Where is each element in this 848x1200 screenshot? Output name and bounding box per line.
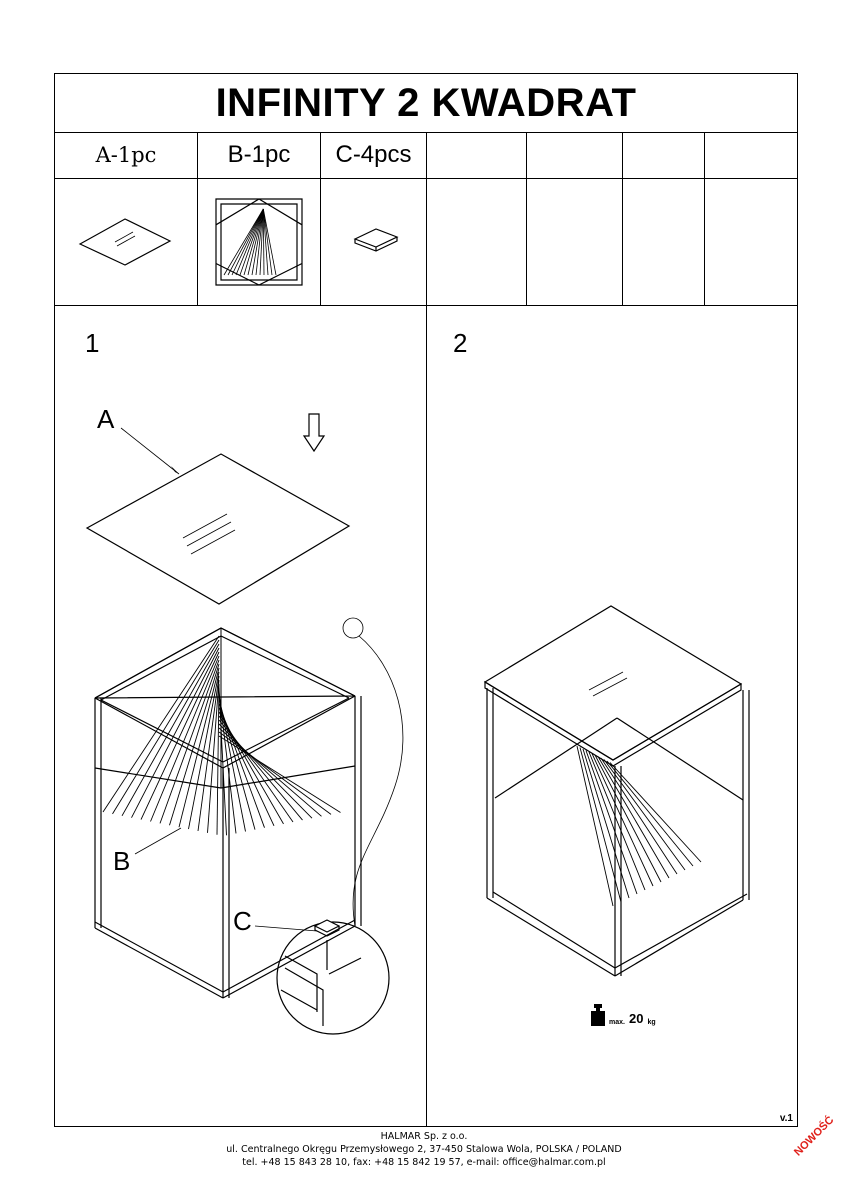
weight-limit: max. 20 kg (591, 1004, 656, 1026)
weight-unit: kg (647, 1019, 656, 1026)
pad-icon (353, 228, 399, 252)
part-a-label: A-1pc (95, 143, 157, 167)
parts-label-row: A-1pc B-1pc C-4pcs (55, 132, 797, 179)
weight-icon (591, 1004, 605, 1026)
empty-label-cell (623, 132, 705, 178)
part-c-image-cell (321, 179, 427, 305)
footer: HALMAR Sp. z o.o. ul. Centralnego Okręgu… (0, 1130, 848, 1169)
version-label: v.1 (779, 1113, 793, 1124)
part-c-label-cell: C-4pcs (321, 132, 427, 178)
empty-image-cell (427, 179, 527, 305)
empty-image-cell (623, 179, 705, 305)
part-c-label: C-4pcs (335, 141, 412, 168)
steps-area: 1 A B C (55, 306, 797, 1126)
product-title: INFINITY 2 KWADRAT (215, 80, 637, 125)
step-2-illustration (483, 605, 750, 977)
empty-label-cell (527, 132, 623, 178)
weight-value: 20 (628, 1011, 644, 1026)
instruction-sheet: INFINITY 2 KWADRAT A-1pc B-1pc C-4pcs (54, 73, 798, 1127)
part-a-label-cell: A-1pc (55, 132, 198, 178)
parts-image-row (55, 179, 797, 306)
step-1-panel: 1 A B C (55, 306, 427, 1126)
empty-label-cell (705, 132, 797, 178)
callout-b-label: B (113, 846, 131, 876)
empty-image-cell (705, 179, 797, 305)
empty-label-cell (427, 132, 527, 178)
callout-c-label: C (233, 906, 252, 936)
empty-image-cell (527, 179, 623, 305)
step-1-number: 1 (85, 328, 100, 358)
part-a-image-cell (55, 179, 198, 305)
frame-icon (215, 198, 303, 286)
callout-a-label: A (97, 404, 115, 434)
weight-prefix: max. (609, 1019, 625, 1026)
footer-address: ul. Centralnego Okręgu Przemysłowego 2, … (226, 1144, 622, 1155)
part-b-label: B-1pc (227, 141, 291, 168)
step-2-number: 2 (453, 328, 468, 358)
title-row: INFINITY 2 KWADRAT (55, 74, 797, 133)
glass-top-icon (78, 218, 172, 266)
step-2-panel: 2 max. 20 kg (427, 306, 797, 1126)
footer-company: HALMAR Sp. z o.o. (380, 1131, 468, 1142)
step-1-illustration (85, 413, 404, 1035)
footer-contact: tel. +48 15 843 28 10, fax: +48 15 842 1… (242, 1157, 606, 1168)
part-b-label-cell: B-1pc (198, 132, 321, 178)
part-b-image-cell (198, 179, 321, 305)
